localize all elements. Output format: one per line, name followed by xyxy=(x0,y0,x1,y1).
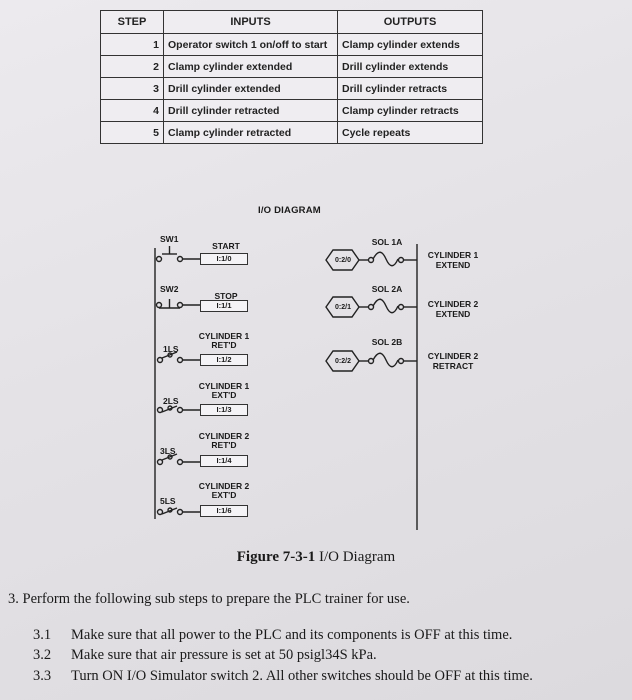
sol2a-label: SOL 2A xyxy=(371,284,403,294)
table-header-row: STEP INPUTS OUTPUTS xyxy=(100,10,483,34)
figure-caption-text: I/O Diagram xyxy=(315,549,396,565)
sol2a-rung xyxy=(325,296,417,318)
1ls-tag: 1LS xyxy=(163,344,179,354)
sw1-tag: SW1 xyxy=(160,234,179,244)
1ls-limit-switch-symbol xyxy=(156,351,200,364)
sol2b-label: SOL 2B xyxy=(371,337,403,347)
header-step: STEP xyxy=(100,10,164,34)
sol1a-function-line1: CYLINDER 1 xyxy=(427,250,479,260)
table-row: 5 Clamp cylinder retracted Cycle repeats xyxy=(100,121,483,144)
sw1-address-box: I:1/0 xyxy=(200,253,248,265)
5ls-address-box: I:1/6 xyxy=(200,505,248,517)
sol1a-function-line2: EXTEND xyxy=(435,260,471,270)
output-cell: Clamp cylinder extends xyxy=(337,33,483,56)
io-diagram-title: I/O DIAGRAM xyxy=(258,205,321,216)
sol2b-address: 0:2/2 xyxy=(335,358,351,365)
output-cell: Drill cylinder retracts xyxy=(337,77,483,100)
substep-number: 3.2 xyxy=(33,647,52,663)
2ls-limit-switch-symbol xyxy=(156,405,200,414)
header-outputs: OUTPUTS xyxy=(337,10,483,34)
5ls-limit-switch-symbol xyxy=(156,507,200,516)
sol2b-function-line1: CYLINDER 2 xyxy=(427,351,479,361)
substep-text: Turn ON I/O Simulator switch 2. All othe… xyxy=(71,668,533,684)
sw1-pushbutton-symbol xyxy=(155,246,200,263)
figure-number: Figure 7-3-1 xyxy=(236,549,316,565)
step-3-instruction: 3. Perform the following sub steps to pr… xyxy=(8,591,410,607)
substep-number: 3.1 xyxy=(33,627,52,643)
sw2-pushbutton-symbol xyxy=(155,299,200,309)
sw2-address-box: I:1/1 xyxy=(200,300,248,312)
5ls-label-line1: CYLINDER 2 xyxy=(198,481,250,491)
2ls-address-box: I:1/3 xyxy=(200,404,248,416)
substep-text: Make sure that all power to the PLC and … xyxy=(71,627,513,643)
3ls-address-box: I:1/4 xyxy=(200,455,248,467)
substep: 3.3 Turn ON I/O Simulator switch 2. All o… xyxy=(33,668,533,685)
sequence-table: STEP INPUTS OUTPUTS 1 Operator switch 1 … xyxy=(100,10,483,144)
output-cell: Drill cylinder extends xyxy=(337,55,483,78)
sol1a-address: 0:2/0 xyxy=(335,257,351,264)
table-row: 4 Drill cylinder retracted Clamp cylinde… xyxy=(100,99,483,122)
output-cell: Clamp cylinder retracts xyxy=(337,99,483,122)
3ls-tag: 3LS xyxy=(160,446,176,456)
3ls-label-line2: RET'D xyxy=(211,440,237,450)
2ls-label-line2: EXT'D xyxy=(211,390,237,400)
sol2a-address: 0:2/1 xyxy=(335,304,351,311)
figure-caption: Figure 7-3-1 I/O Diagram xyxy=(0,549,632,566)
1ls-label-line1: CYLINDER 1 xyxy=(198,331,250,341)
sol1a-label: SOL 1A xyxy=(371,237,403,247)
sol2b-function-line2: RETRACT xyxy=(432,361,474,371)
output-cell: Cycle repeats xyxy=(337,121,483,144)
sol2b-rung xyxy=(325,350,417,372)
5ls-label-line2: EXT'D xyxy=(211,490,237,500)
3ls-limit-switch-symbol xyxy=(156,453,200,466)
substep: 3.2 Make sure that air pressure is set at… xyxy=(33,647,377,664)
2ls-tag: 2LS xyxy=(163,396,179,406)
input-cell: Operator switch 1 on/off to start xyxy=(163,33,338,56)
3ls-label-line1: CYLINDER 2 xyxy=(198,431,250,441)
1ls-address-box: I:1/2 xyxy=(200,354,248,366)
2ls-label-line1: CYLINDER 1 xyxy=(198,381,250,391)
sol2a-function-line2: EXTEND xyxy=(435,309,471,319)
sol2a-function-line1: CYLINDER 2 xyxy=(427,299,479,309)
sw2-label: STOP xyxy=(214,291,238,301)
substep-text: Make sure that air pressure is set at 50… xyxy=(71,647,377,663)
substep-number: 3.3 xyxy=(33,668,52,684)
sol1a-rung xyxy=(325,249,417,271)
substep: 3.1 Make sure that all power to the PLC a… xyxy=(33,627,512,644)
sw2-tag: SW2 xyxy=(160,284,179,294)
input-cell: Clamp cylinder retracted xyxy=(163,121,338,144)
1ls-label-line2: RET'D xyxy=(211,340,237,350)
table-row: 1 Operator switch 1 on/off to start Clam… xyxy=(100,33,483,56)
sw1-label: START xyxy=(212,241,240,251)
5ls-tag: 5LS xyxy=(160,496,176,506)
